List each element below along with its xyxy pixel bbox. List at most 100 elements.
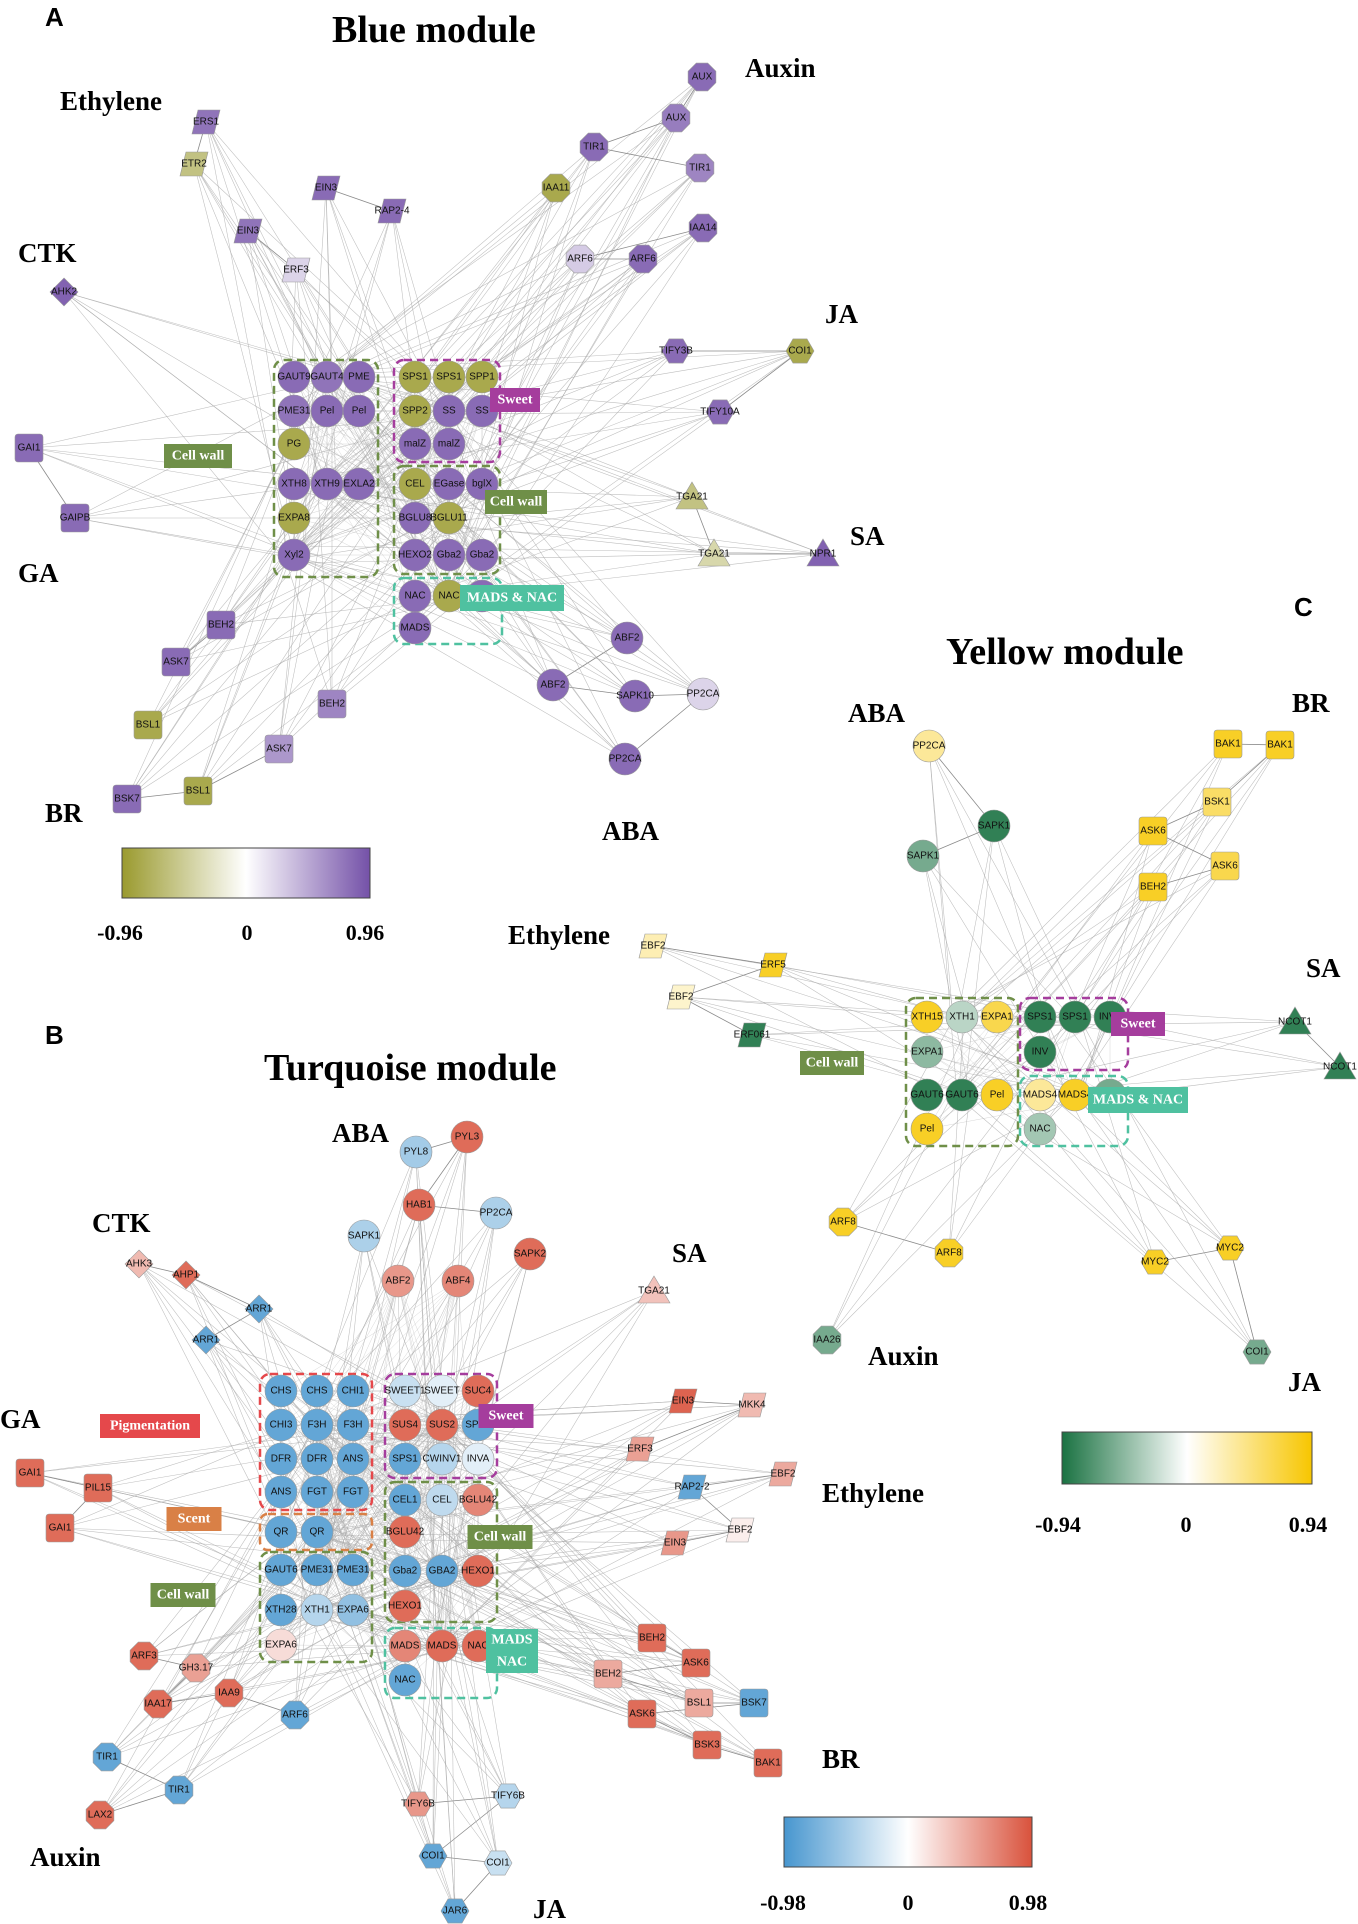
colorbar-a-max: 0.96 xyxy=(346,920,385,945)
gene-node-pel: Pel xyxy=(910,1112,944,1146)
gene-label: BEH2 xyxy=(208,620,235,631)
colorbar-c-min: -0.94 xyxy=(1035,1512,1081,1537)
gene-label: BSK7 xyxy=(741,1698,767,1709)
edge xyxy=(956,1095,1258,1353)
edge xyxy=(28,447,446,605)
edge xyxy=(453,496,693,522)
gene-node-nac: NAC xyxy=(1023,1112,1057,1146)
node-shape xyxy=(264,1475,298,1509)
gene-node-coi1: COI1 xyxy=(785,338,815,364)
gene-node-myc2: MYC2 xyxy=(1140,1249,1170,1275)
gene-label: ARR1 xyxy=(246,1304,273,1315)
hormone-category-label: CTK xyxy=(18,238,77,268)
colorbar-a: -0.96 0 0.96 xyxy=(97,847,385,945)
colorbar-c-zero: 0 xyxy=(1181,1512,1192,1537)
edge xyxy=(842,1100,963,1223)
gene-node-gaut6: GAUT6 xyxy=(945,1078,979,1112)
gene-node-ask6: ASK6 xyxy=(1210,851,1240,881)
edge xyxy=(319,486,626,760)
function-box-bg xyxy=(490,388,540,412)
gene-label: XTH8 xyxy=(281,479,307,490)
edge xyxy=(432,1795,509,1857)
gene-label: ERS1 xyxy=(193,117,220,128)
edge xyxy=(320,1204,420,1422)
edge xyxy=(313,1417,434,1857)
node-shape xyxy=(432,467,466,501)
panel-a-title: Blue module xyxy=(332,9,536,51)
gene-node-gaut9: GAUT9 xyxy=(277,360,311,394)
function-box: Sweet xyxy=(490,388,540,412)
edge xyxy=(325,187,449,528)
node-shape xyxy=(183,776,213,806)
hormone-category-label: Ethylene xyxy=(508,920,610,950)
gene-node-ss: SS xyxy=(432,394,466,428)
gene-label: ARF8 xyxy=(830,1217,856,1228)
gene-label: RAP2-2 xyxy=(674,1482,709,1493)
frame-b-pigmentation xyxy=(258,1372,374,1512)
edge xyxy=(280,1458,406,1611)
node-shape xyxy=(388,1442,422,1476)
gene-label: SAPK1 xyxy=(348,1231,381,1242)
edge xyxy=(448,1425,700,1704)
gene-label: GAIPB xyxy=(60,513,91,524)
gene-node-fgt: FGT xyxy=(336,1475,370,1509)
edge xyxy=(457,411,721,602)
node-shape xyxy=(336,1475,370,1509)
edge xyxy=(331,515,450,705)
gene-label: ERF3 xyxy=(627,1444,653,1455)
colorbar-b-max: 0.98 xyxy=(1009,1890,1048,1915)
gene-node-ebf2: EBF2 xyxy=(768,1461,798,1487)
node-shape xyxy=(593,1659,623,1689)
edge xyxy=(1070,886,1154,1014)
node-shape xyxy=(910,1000,944,1034)
node-shape xyxy=(618,679,652,713)
gene-node-iaa26: IAA26 xyxy=(812,1325,842,1355)
gene-label: SPS1 xyxy=(402,372,428,383)
gene-node-iaa9: IAA9 xyxy=(214,1678,244,1708)
node-shape xyxy=(579,132,609,162)
gene-node-tga21: TGA21 xyxy=(675,481,709,510)
edge xyxy=(957,743,1229,1086)
gene-node-arf8: ARF8 xyxy=(934,1238,964,1268)
gene-node-tify10a: TIFY10A xyxy=(700,399,740,425)
gene-label: FGT xyxy=(307,1487,327,1498)
edge xyxy=(455,76,703,520)
gene-node-ebf2: EBF2 xyxy=(638,933,668,959)
gene-label: TIR1 xyxy=(96,1752,118,1763)
gene-label: malZ xyxy=(404,439,426,450)
gene-label: TGA21 xyxy=(676,492,708,503)
edge xyxy=(442,258,581,587)
edge xyxy=(440,76,703,589)
gene-node-ask6: ASK6 xyxy=(1138,816,1168,846)
gene-label: ARF8 xyxy=(936,1248,962,1259)
edge xyxy=(431,1564,509,1797)
gene-node-pyl8: PYL8 xyxy=(399,1135,433,1169)
gene-node-pme31: PME31 xyxy=(278,394,311,428)
node-shape xyxy=(336,1593,370,1627)
gene-label: Pel xyxy=(920,1124,934,1135)
gene-node-iaa11: IAA11 xyxy=(541,173,571,203)
gene-label: FGT xyxy=(343,1487,363,1498)
edge xyxy=(311,1616,609,1675)
node-shape xyxy=(124,1249,154,1279)
gene-label: CHI1 xyxy=(342,1386,365,1397)
gene-node-sapk1: SAPK1 xyxy=(347,1219,381,1253)
node-shape xyxy=(45,1513,75,1543)
function-box: Cell wall xyxy=(800,1051,864,1075)
gene-node-pp2ca: PP2CA xyxy=(609,742,642,776)
node-shape xyxy=(1215,1235,1245,1261)
gene-node-sapk1: SAPK1 xyxy=(977,809,1011,843)
node-shape xyxy=(440,1898,470,1924)
node-shape xyxy=(300,1515,334,1549)
gene-node-tir1: TIR1 xyxy=(92,1742,122,1772)
edge xyxy=(445,1570,499,1864)
gene-node-pme31: PME31 xyxy=(337,1553,370,1587)
gene-node-sps1: SPS1 xyxy=(1058,1000,1092,1034)
frame-c-mads-nac xyxy=(1018,1074,1130,1148)
edge xyxy=(74,517,453,588)
node-shape xyxy=(49,277,79,307)
function-box: MADS & NAC xyxy=(1088,1087,1188,1113)
node-shape xyxy=(1058,1000,1092,1034)
gene-label: IAA11 xyxy=(543,183,570,194)
edge xyxy=(455,227,704,604)
